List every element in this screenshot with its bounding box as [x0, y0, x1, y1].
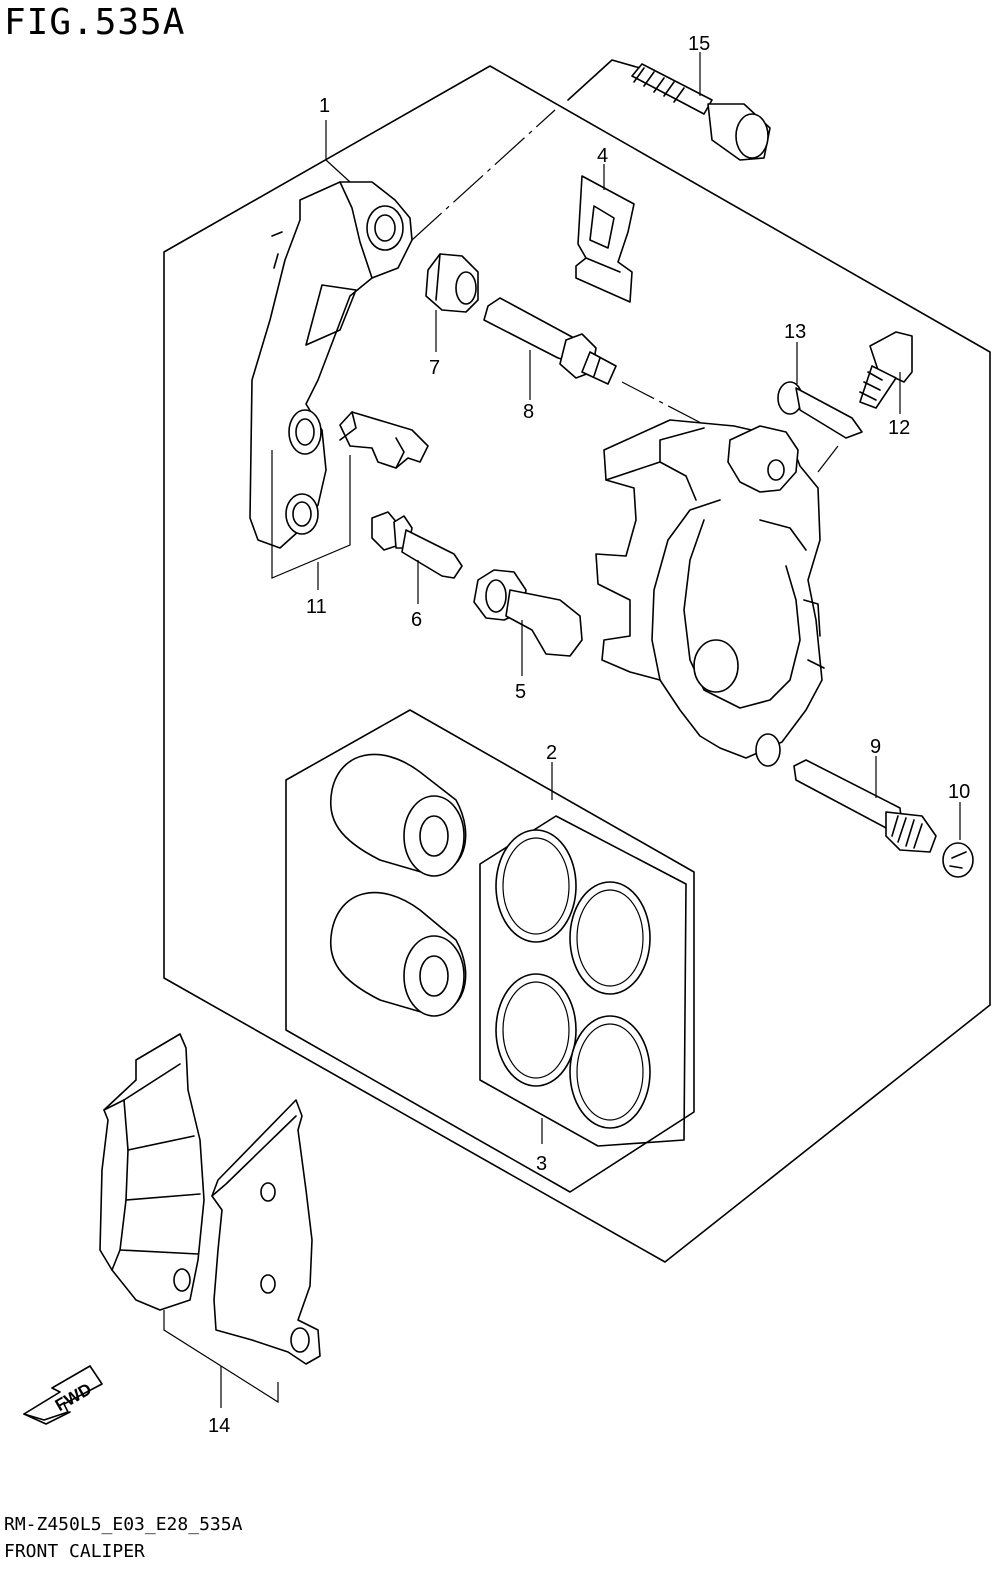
callout-13: 13	[784, 321, 806, 343]
figure-code: RM-Z450L5_E03_E28_535A	[4, 1514, 243, 1535]
callout-12: 12	[888, 417, 910, 439]
brake-pad-part-14-front	[211, 1099, 321, 1365]
plug-part-10	[942, 842, 974, 878]
callout-2: 2	[546, 742, 557, 764]
figure-name: FRONT CALIPER	[4, 1541, 145, 1562]
callout-15: 15	[688, 33, 710, 55]
callout-14: 14	[208, 1415, 230, 1437]
piston-part-2-lower	[330, 891, 467, 1017]
seal-ring-part-3a	[495, 829, 577, 943]
bracket-part-1	[249, 181, 413, 549]
bleeder-valve-part-12	[859, 331, 913, 409]
seal-ring-part-3c	[495, 973, 577, 1087]
seal-ring-part-3d	[569, 1015, 651, 1129]
assembly-boundary	[163, 65, 991, 1263]
callout-9: 9	[870, 736, 881, 758]
piston-set-frame	[285, 709, 695, 1193]
callout-7: 7	[429, 357, 440, 379]
caliper-body-part-1	[595, 419, 825, 767]
callout-6: 6	[411, 609, 422, 631]
callout-10: 10	[948, 781, 970, 803]
pad-spring-part-11	[339, 411, 429, 469]
pad-pin-part-9	[793, 759, 937, 853]
bleeder-cap-part-13	[777, 381, 863, 439]
figure-title: FIG.535A	[4, 2, 186, 43]
piston-part-2-upper	[330, 753, 467, 877]
callout-11: 11	[306, 596, 327, 618]
slide-pin-part-8	[483, 297, 617, 385]
bolt-part-15	[631, 63, 771, 161]
bolt-15-leader-frame	[567, 59, 641, 101]
brake-pad-part-14-rear	[99, 1033, 205, 1311]
seal-ring-part-3b	[569, 881, 651, 995]
callout-4: 4	[597, 145, 608, 167]
boot-part-7	[425, 253, 479, 313]
callout-5: 5	[515, 681, 526, 703]
boot-part-5	[473, 569, 583, 657]
slide-pin-part-6	[371, 511, 463, 579]
callout-8: 8	[523, 401, 534, 423]
retainer-clip-part-4	[575, 175, 635, 303]
callout-3: 3	[536, 1153, 547, 1175]
callout-1: 1	[319, 95, 330, 117]
seal-kit-frame	[479, 815, 687, 1147]
forward-direction-arrow: FWD	[23, 1365, 103, 1425]
